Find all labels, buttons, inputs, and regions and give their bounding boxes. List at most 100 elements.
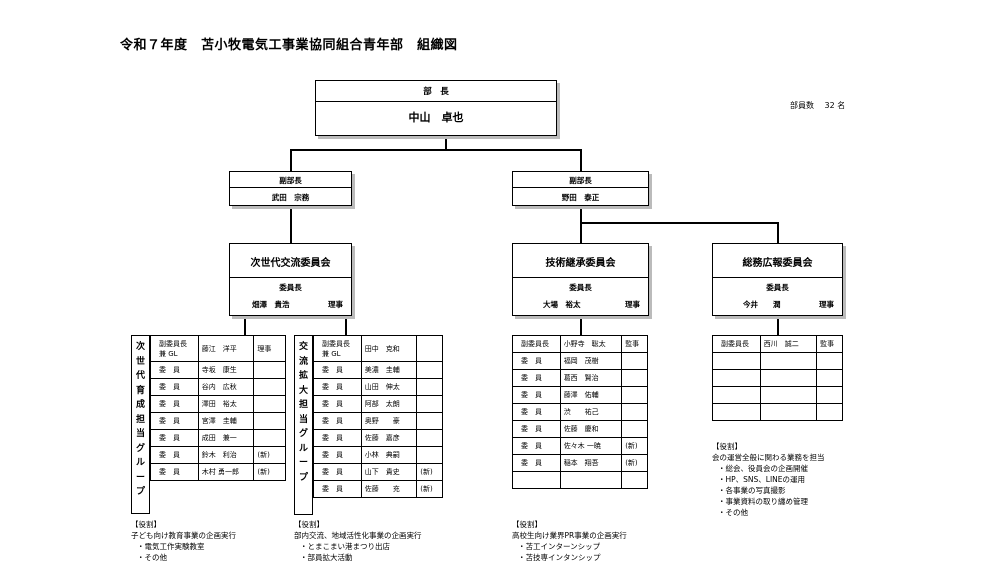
group-label-char: グ bbox=[135, 443, 145, 454]
table-cell bbox=[816, 386, 843, 404]
role-description-2: 【役割】部内交流、地域活性化事業の企画実行・とまこまい港まつり出店・部員拡大活動 bbox=[294, 519, 422, 563]
head-role: 部 長 bbox=[423, 87, 449, 97]
role-description-3: 【役割】高校生向け業界PR事業の企画実行・苫工インターンシップ・苫技専インタンシ… bbox=[512, 519, 627, 563]
table-cell: 田中 克和 bbox=[360, 335, 418, 362]
role-line: ・各事業の写真撮影 bbox=[718, 486, 786, 495]
group-label-char: プ bbox=[135, 487, 145, 497]
table-cell: 鈴木 利治 bbox=[197, 446, 255, 464]
table-cell: 佐藤 嘉彦 bbox=[360, 429, 418, 447]
role-description-4: 【役割】会の運営全般に関わる業務を担当・総会、役員会の企画開催・HP、SNS、L… bbox=[712, 441, 825, 518]
table-cell: 委 員 bbox=[150, 361, 199, 379]
table-cell bbox=[621, 386, 648, 404]
committee-box-3: 総務広報委員会 委員長 今井 潤 理事 bbox=[712, 243, 843, 316]
table-cell: 小林 典嗣 bbox=[360, 446, 418, 464]
role-line: ・とまこまい港まつり出店 bbox=[300, 542, 390, 551]
group-label-char: 代 bbox=[135, 371, 145, 381]
table-cell: (新) bbox=[253, 463, 286, 481]
table-cell: 委 員 bbox=[313, 361, 362, 379]
table-cell bbox=[253, 395, 286, 413]
group-label-char: 育 bbox=[135, 385, 145, 396]
committee-name: 総務広報委員会 bbox=[742, 258, 813, 269]
table-cell: 山下 貴史 bbox=[360, 463, 418, 481]
table-cell: 木村 勇一郎 bbox=[197, 463, 255, 481]
table-row: 委 員美濃 圭輔 bbox=[313, 361, 443, 379]
role-line: ・苫技専インタンシップ bbox=[518, 553, 601, 562]
connector-line bbox=[345, 315, 347, 335]
connector-line bbox=[290, 149, 580, 151]
table-row bbox=[712, 352, 843, 370]
chair-note: 理事 bbox=[328, 300, 343, 309]
vice-name: 武田 宗務 bbox=[271, 193, 310, 202]
table-row: 委 員渋 祐己 bbox=[512, 403, 648, 421]
role-line: ・その他 bbox=[718, 508, 748, 517]
table-row: 委 員稲本 翔吾(新) bbox=[512, 454, 648, 472]
table-cell bbox=[759, 386, 818, 404]
table-cell bbox=[416, 429, 443, 447]
group-label-char: ル bbox=[135, 458, 145, 468]
table-cell: 委 員 bbox=[313, 378, 362, 396]
table-row: 委 員木村 勇一郎(新) bbox=[150, 463, 286, 481]
connector-line bbox=[580, 222, 777, 224]
table-cell: 委 員 bbox=[313, 429, 362, 447]
table-cell bbox=[416, 378, 443, 396]
table-cell: 委 員 bbox=[313, 480, 362, 498]
table-cell: 監事 bbox=[816, 335, 843, 353]
role-line: ・事業資料の取り纏め管理 bbox=[718, 497, 808, 506]
page-title: 令和７年度 苫小牧電気工事業協同組合青年部 組織図 bbox=[120, 38, 458, 53]
table-cell bbox=[253, 429, 286, 447]
head-name: 中山 卓也 bbox=[408, 111, 464, 124]
table-cell: 副委員長 兼 GL bbox=[313, 335, 362, 362]
group-table-4: 副委員長西川 誠二監事 bbox=[712, 335, 843, 421]
table-row: 副委員長西川 誠二監事 bbox=[712, 335, 843, 353]
table-cell: 監事 bbox=[621, 335, 648, 353]
table-cell: 佐藤 充 bbox=[360, 480, 418, 498]
table-cell: 渋 祐己 bbox=[559, 403, 623, 421]
table-row bbox=[712, 403, 843, 421]
table-cell bbox=[253, 361, 286, 379]
vice-box-1: 副部長 武田 宗務 bbox=[229, 171, 352, 206]
role-line: ・その他 bbox=[137, 553, 167, 562]
divider bbox=[230, 187, 351, 188]
table-cell bbox=[621, 471, 648, 489]
table-cell: (新) bbox=[621, 437, 648, 455]
group-label-char: 当 bbox=[298, 414, 308, 425]
table-cell bbox=[712, 352, 761, 370]
table-cell bbox=[253, 412, 286, 430]
table-cell: 谷内 広秋 bbox=[197, 378, 255, 396]
table-cell: 委 員 bbox=[150, 412, 199, 430]
chair-name: 大場 裕太 bbox=[543, 300, 581, 309]
table-cell: 福岡 茂樹 bbox=[559, 352, 623, 370]
table-cell: 美濃 圭輔 bbox=[360, 361, 418, 379]
table-cell: 稲本 翔吾 bbox=[559, 454, 623, 472]
table-row: 委 員成田 兼一 bbox=[150, 429, 286, 447]
table-row: 委 員佐藤 充(新) bbox=[313, 480, 443, 498]
table-cell: 澤田 裕太 bbox=[197, 395, 255, 413]
committee-box-2: 技術継承委員会 委員長 大場 裕太 理事 bbox=[512, 243, 649, 316]
table-cell: 西川 誠二 bbox=[759, 335, 818, 353]
table-row: 委 員山下 貴史(新) bbox=[313, 463, 443, 481]
committee-box-1: 次世代交流委員会 委員長 畑澤 貴浩 理事 bbox=[229, 243, 352, 316]
table-cell: 委 員 bbox=[150, 395, 199, 413]
table-cell bbox=[712, 403, 761, 421]
table-cell: 副委員長 兼 GL bbox=[150, 335, 199, 362]
table-cell: 委 員 bbox=[512, 403, 561, 421]
table-cell: 委 員 bbox=[512, 420, 561, 438]
table-cell: 山田 伸太 bbox=[360, 378, 418, 396]
group-label-char: プ bbox=[298, 472, 308, 483]
member-count: 部員数 32 名 bbox=[790, 101, 846, 110]
table-cell bbox=[621, 403, 648, 421]
divider bbox=[230, 277, 351, 278]
table-row: 委 員葛西 賢治 bbox=[512, 369, 648, 387]
group-label-char: 当 bbox=[135, 429, 145, 439]
table-cell: 委 員 bbox=[313, 463, 362, 481]
table-cell: 副委員長 bbox=[512, 335, 561, 353]
role-description-1: 【役割】子ども向け教育事業の企画実行・電気工作実験教室・その他 bbox=[131, 519, 236, 563]
table-row: 委 員福岡 茂樹 bbox=[512, 352, 648, 370]
vice-name: 野田 泰正 bbox=[561, 193, 600, 202]
group-label-char: グ bbox=[298, 429, 308, 439]
table-row: 委 員小林 典嗣 bbox=[313, 446, 443, 464]
group-label-char: 世 bbox=[135, 356, 145, 367]
table-cell: 阿部 太朗 bbox=[360, 395, 418, 413]
table-row: 委 員佐藤 慶和 bbox=[512, 420, 648, 438]
